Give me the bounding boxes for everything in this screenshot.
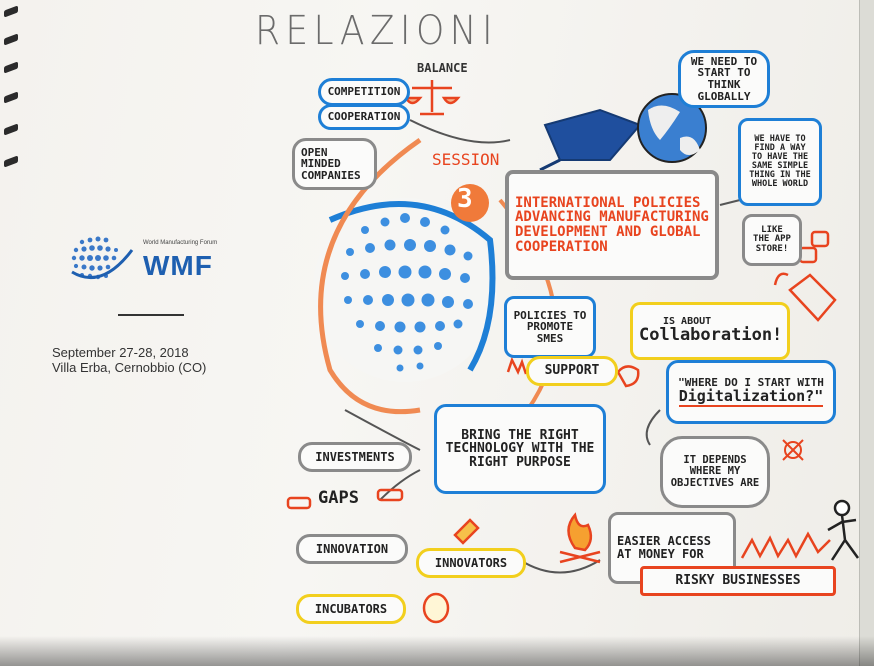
campfire-icon	[559, 512, 601, 564]
note-digital-question: "WHERE DO I START WITH	[678, 376, 824, 390]
wmf-globe-logo-icon	[71, 236, 134, 280]
runner-figure-icon	[827, 499, 860, 561]
note-depends: IT DEPENDS WHERE MY OBJECTIVES ARE	[660, 436, 770, 508]
bottom-shadow	[0, 636, 874, 666]
note-open-minded: OPEN MINDED COMPANIES	[292, 138, 377, 190]
session-topic: INTERNATIONAL POLICIES ADVANCING MANUFAC…	[505, 170, 719, 280]
note-risky-businesses: RISKY BUSINESSES	[640, 566, 836, 596]
note-gaps: GAPS	[318, 488, 359, 508]
note-digitalization-box: "WHERE DO I START WITH Digitalization?"	[666, 360, 836, 424]
page-edge	[859, 0, 874, 666]
note-innovation: INNOVATION	[296, 534, 408, 564]
small-globe-icon	[637, 93, 707, 163]
session-number-badge	[451, 184, 489, 222]
note-balance: BALANCE	[417, 61, 468, 75]
note-cooperation: COOPERATION	[318, 104, 410, 130]
note-app-store: LIKE the APP STORE!	[742, 214, 802, 266]
rocket-icon	[453, 518, 480, 545]
support-hand-icon	[506, 356, 640, 388]
note-incubators: INCUBATORS	[296, 594, 406, 624]
event-info: September 27-28, 2018 Villa Erba, Cernob…	[52, 345, 207, 376]
note-innovators: INNOVATORS	[416, 548, 526, 578]
note-same-thing: WE HAVE TO FIND A WAY TO HAVE THE SAME S…	[738, 118, 822, 206]
note-technology: BRING THE RIGHT TECHNOLOGY WITH THE RIGH…	[434, 404, 606, 494]
big-globe-icon	[313, 137, 558, 422]
logo-org-name: World Manufacturing Forum	[143, 240, 218, 246]
note-think-globally: WE NEED TO START TO THINK GLOBALLY	[678, 50, 770, 108]
note-digital-word: Digitalization?"	[678, 386, 824, 407]
note-support: SUPPORT	[526, 356, 618, 386]
session-number: 3	[457, 184, 473, 214]
gaps-bones-icon	[286, 488, 404, 510]
note-collaboration: Collaboration!	[639, 325, 783, 346]
note-collaboration-pre: IS ABOUT	[663, 315, 712, 327]
red-zigzag	[740, 531, 831, 559]
note-policies: POLICIES TO PROMOTE SMEs	[504, 296, 596, 358]
drone-icon	[782, 439, 804, 461]
page-title: RELAZIONI	[255, 8, 499, 54]
session-label: SESSION	[432, 150, 500, 169]
note-investments: INVESTMENTS	[298, 442, 412, 472]
note-competition: COMPETITION	[318, 78, 410, 106]
divider	[118, 314, 184, 316]
handshake-icon	[539, 108, 642, 172]
light-bulb-icon	[422, 592, 450, 624]
note-collaboration-box: IS ABOUT Collaboration!	[630, 302, 790, 360]
balance-scale-icon	[403, 80, 461, 116]
event-location: Villa Erba, Cernobbio (CO)	[52, 359, 207, 375]
event-date: September 27-28, 2018	[52, 345, 189, 360]
logo-abbr: WMF	[143, 250, 213, 281]
